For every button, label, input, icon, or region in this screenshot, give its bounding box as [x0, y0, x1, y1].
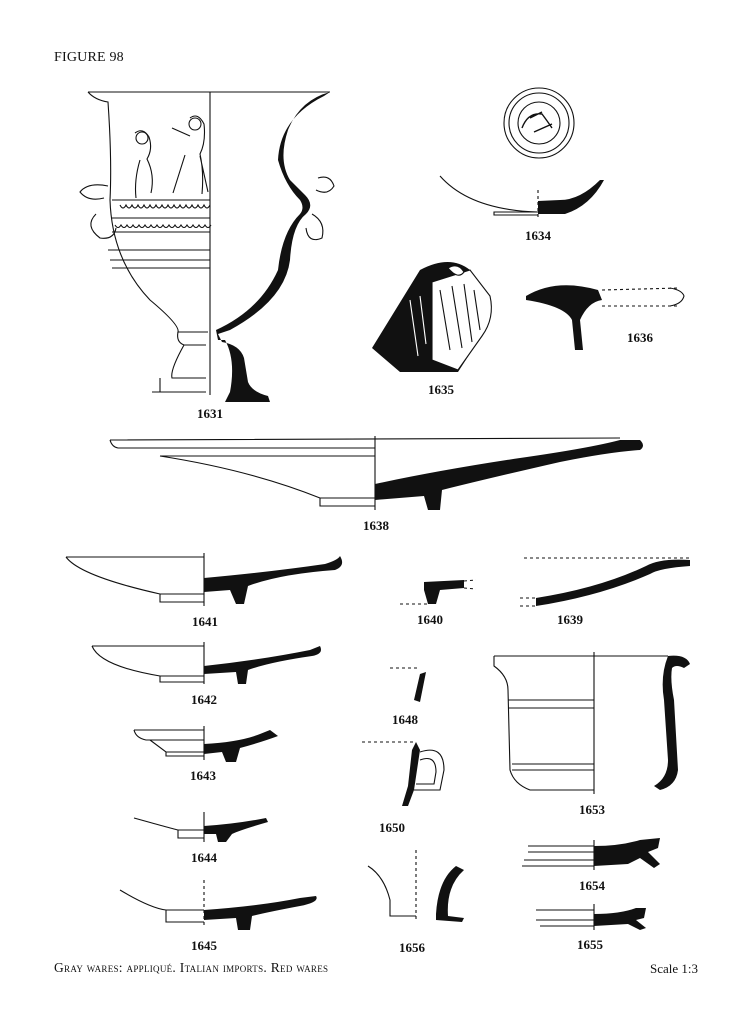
- vessel-1643-dish: [133, 726, 278, 762]
- catalogue-number-1645: 1645: [191, 938, 217, 953]
- vessel-1638-plate: [109, 436, 643, 510]
- catalogue-number-1643: 1643: [190, 768, 216, 783]
- vessel-1656-fragment: [367, 850, 464, 922]
- catalogue-number-1636: 1636: [627, 330, 653, 345]
- catalogue-number-1648: 1648: [392, 712, 418, 727]
- vessel-1644-dish: [133, 812, 268, 842]
- catalogue-number-1656: 1656: [399, 940, 425, 955]
- vessel-1631-krater: [79, 91, 335, 395]
- scale-note: Scale 1:3: [650, 961, 699, 976]
- vessel-1635-sherd: [372, 262, 492, 372]
- vessel-1648-fragment: [390, 667, 426, 702]
- catalogue-number-1655: 1655: [577, 937, 603, 952]
- vessel-1642-dish: [91, 642, 321, 684]
- catalogue-number-1641: 1641: [192, 614, 218, 629]
- catalogue-number-1644: 1644: [191, 850, 217, 865]
- vessel-1640-fragment: [400, 579, 477, 605]
- figure-caption: Gray wares: appliqué. Italian imports. R…: [54, 960, 329, 975]
- catalogue-number-1631: 1631: [197, 406, 223, 421]
- vessel-1645-dish: [119, 880, 317, 930]
- catalogue-number-1650: 1650: [379, 820, 405, 835]
- catalogue-number-1640: 1640: [417, 612, 443, 627]
- vessel-1636-handle: [526, 285, 685, 350]
- catalogue-number-1642: 1642: [191, 692, 217, 707]
- vessel-1655-base: [536, 904, 646, 930]
- catalogue-number-1653: 1653: [579, 802, 605, 817]
- vessel-1634-profile: [439, 175, 604, 220]
- catalogue-number-1654: 1654: [579, 878, 605, 893]
- vessel-1654-base: [522, 838, 660, 870]
- vessel-1634-stamp: [503, 87, 575, 159]
- vessel-1639-fragment: [520, 557, 690, 607]
- vessel-1653-jar: [493, 652, 690, 794]
- catalogue-number-1635: 1635: [428, 382, 454, 397]
- vessel-1631-profile-section: [216, 92, 330, 402]
- catalogue-number-1638: 1638: [363, 518, 389, 533]
- figure-title: FIGURE 98: [54, 50, 124, 65]
- catalogue-number-1639: 1639: [557, 612, 583, 627]
- catalogue-number-1634: 1634: [525, 228, 551, 243]
- vessel-1650-cup: [362, 741, 445, 806]
- vessel-1641-dish: [65, 553, 343, 606]
